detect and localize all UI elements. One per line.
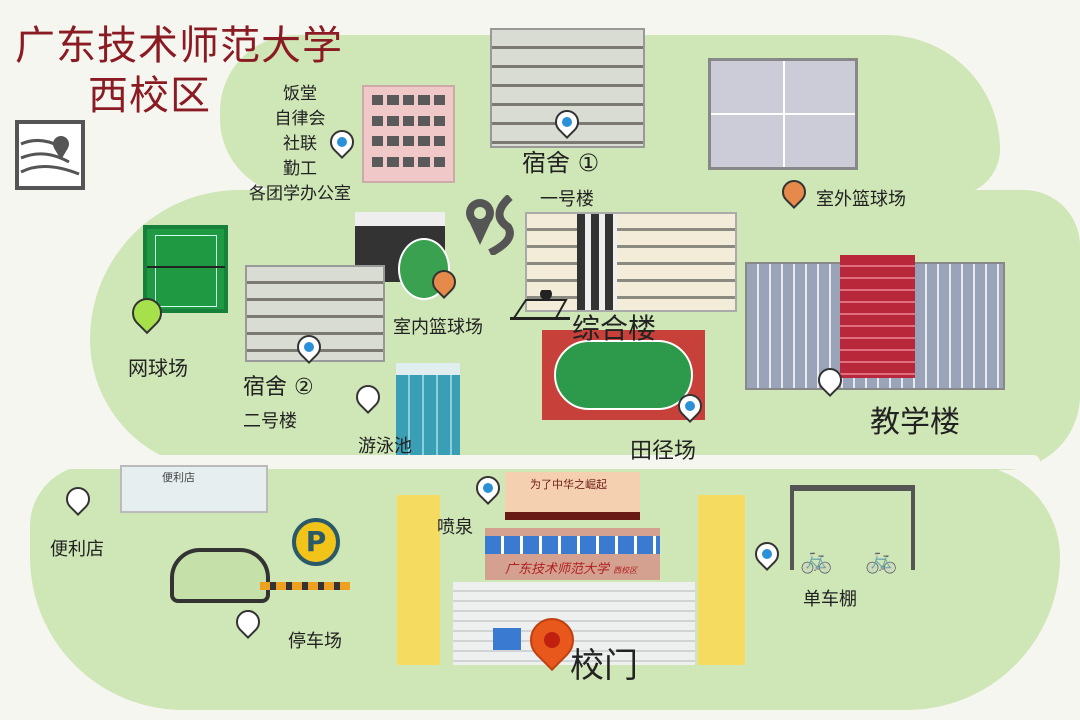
canteen-building[interactable] xyxy=(362,85,455,183)
parking-label: 停车场 xyxy=(288,631,342,652)
tennis-court[interactable] xyxy=(143,225,228,313)
gate-door xyxy=(493,628,521,650)
track-label: 田径场 xyxy=(630,439,697,464)
gate-wings xyxy=(453,582,695,665)
monument[interactable]: 为了中华之崛起 xyxy=(505,472,640,520)
dorm1-number: ① xyxy=(577,149,600,177)
bike-shed-label: 单车棚 xyxy=(803,589,857,610)
teaching-label: 教学楼 xyxy=(870,405,960,440)
map-title: 广东技术师范大学 xyxy=(15,23,343,69)
yellow-lawn-right xyxy=(698,495,745,665)
car xyxy=(170,548,270,603)
dorm1-label: 宿舍 ① xyxy=(522,150,599,176)
store-sign: 便利店 xyxy=(162,471,195,484)
office-line: 社联 xyxy=(283,134,317,154)
office-line: 勤工 xyxy=(283,159,317,179)
parking-sign: P xyxy=(292,518,340,566)
bicycle-icon: 🚲 xyxy=(865,545,898,575)
gate-sign-sub: 西校区 xyxy=(613,566,638,575)
map-pin-icon xyxy=(15,120,85,190)
gate-sign-text: 广东技术师范大学 xyxy=(505,562,610,577)
office-line: 自律会 xyxy=(274,109,326,129)
teaching-building-center xyxy=(840,255,915,378)
map-subtitle: 西校区 xyxy=(88,73,211,119)
dorm2-name: 宿舍 xyxy=(243,375,288,400)
tennis-label: 网球场 xyxy=(128,356,188,380)
dorm1-sub: 一号楼 xyxy=(540,189,594,210)
gate-label: 校门 xyxy=(570,646,638,686)
dorm1-name: 宿舍 xyxy=(522,149,570,177)
parking-barrier xyxy=(260,582,350,590)
dorm2-sub: 二号楼 xyxy=(243,411,297,432)
gate-sign: 广东技术师范大学 西校区 xyxy=(505,558,637,577)
white-path xyxy=(40,455,1040,469)
track-field[interactable] xyxy=(542,330,705,420)
gate-building[interactable]: 广东技术师范大学 西校区 xyxy=(485,528,660,580)
route-icon xyxy=(460,194,520,257)
complex-label: 综合楼 xyxy=(572,312,657,345)
complex-building[interactable] xyxy=(525,212,737,312)
office-label: 饭堂 自律会 社联 勤工 各团学办公室 xyxy=(240,82,360,207)
office-line: 各团学办公室 xyxy=(249,184,351,204)
swimming-pool[interactable] xyxy=(396,363,460,455)
yellow-lawn-left xyxy=(397,495,440,665)
monument-text: 为了中华之崛起 xyxy=(530,478,607,491)
dorm1-building[interactable] xyxy=(490,28,645,148)
dorm2-label: 宿舍 ② xyxy=(243,375,314,400)
outdoor-basketball-court[interactable] xyxy=(708,58,858,170)
fountain-label: 喷泉 xyxy=(437,517,473,538)
bike-shed[interactable] xyxy=(790,485,915,570)
dorm2-number: ② xyxy=(294,375,314,400)
complex-icon xyxy=(510,288,570,320)
bicycle-icon: 🚲 xyxy=(800,545,833,575)
store-label: 便利店 xyxy=(50,539,104,560)
office-line: 饭堂 xyxy=(283,84,317,104)
indoor-basketball-label: 室内篮球场 xyxy=(393,317,483,338)
pool-label: 游泳池 xyxy=(358,436,412,457)
convenience-store[interactable]: 便利店 xyxy=(120,465,268,513)
outdoor-basketball-label: 室外篮球场 xyxy=(816,189,906,210)
